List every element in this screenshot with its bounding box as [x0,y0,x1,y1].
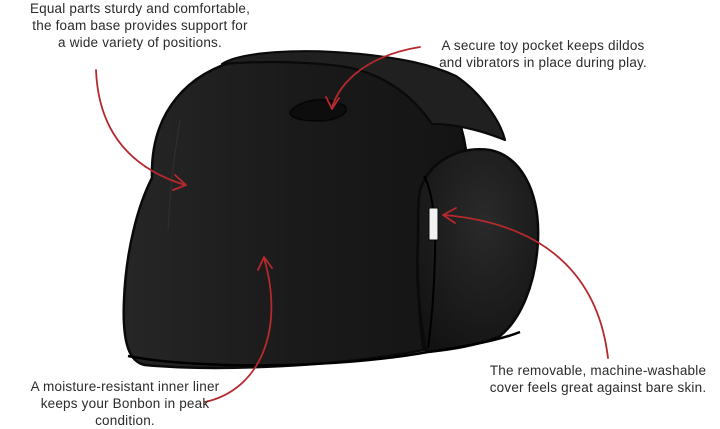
top-panel [220,50,507,142]
toy-pocket-callout: A secure toy pocket keeps dildos and vib… [418,37,668,71]
arrow-icon [95,46,609,403]
foam-base-callout: Equal parts sturdy and comfortable, the … [0,0,280,51]
inner-liner-callout-line-2: keeps your Bonbon in peak [40,396,210,411]
cover-callout-line-1: The removable, machine-washable [489,363,707,378]
side-seam [423,175,437,349]
toy-pocket-callout-line-2: and vibrators in place during play. [439,55,647,70]
inner-liner-callout: A moisture-resistant inner liner keeps y… [2,378,248,429]
fold-line [167,119,181,231]
foam-base-callout-line-3: a wide variety of positions. [58,35,222,50]
cover-callout: The removable, machine-washable cover fe… [478,362,718,396]
inner-liner-callout-line-3: condition. [95,413,155,428]
cover-callout-line-2: cover feels great against bare skin. [489,380,707,395]
foam-base-callout-line-1: Equal parts sturdy and comfortable, [29,1,251,16]
foam-base-callout-line-2: the foam base provides support for [32,18,248,33]
fabric-tag [428,207,439,241]
end-cap [416,148,540,354]
bottom-edge [127,330,521,367]
toy-pocket-callout-line-1: A secure toy pocket keeps dildos [441,38,645,53]
inner-liner-callout-line-1: A moisture-resistant inner liner [30,379,220,394]
